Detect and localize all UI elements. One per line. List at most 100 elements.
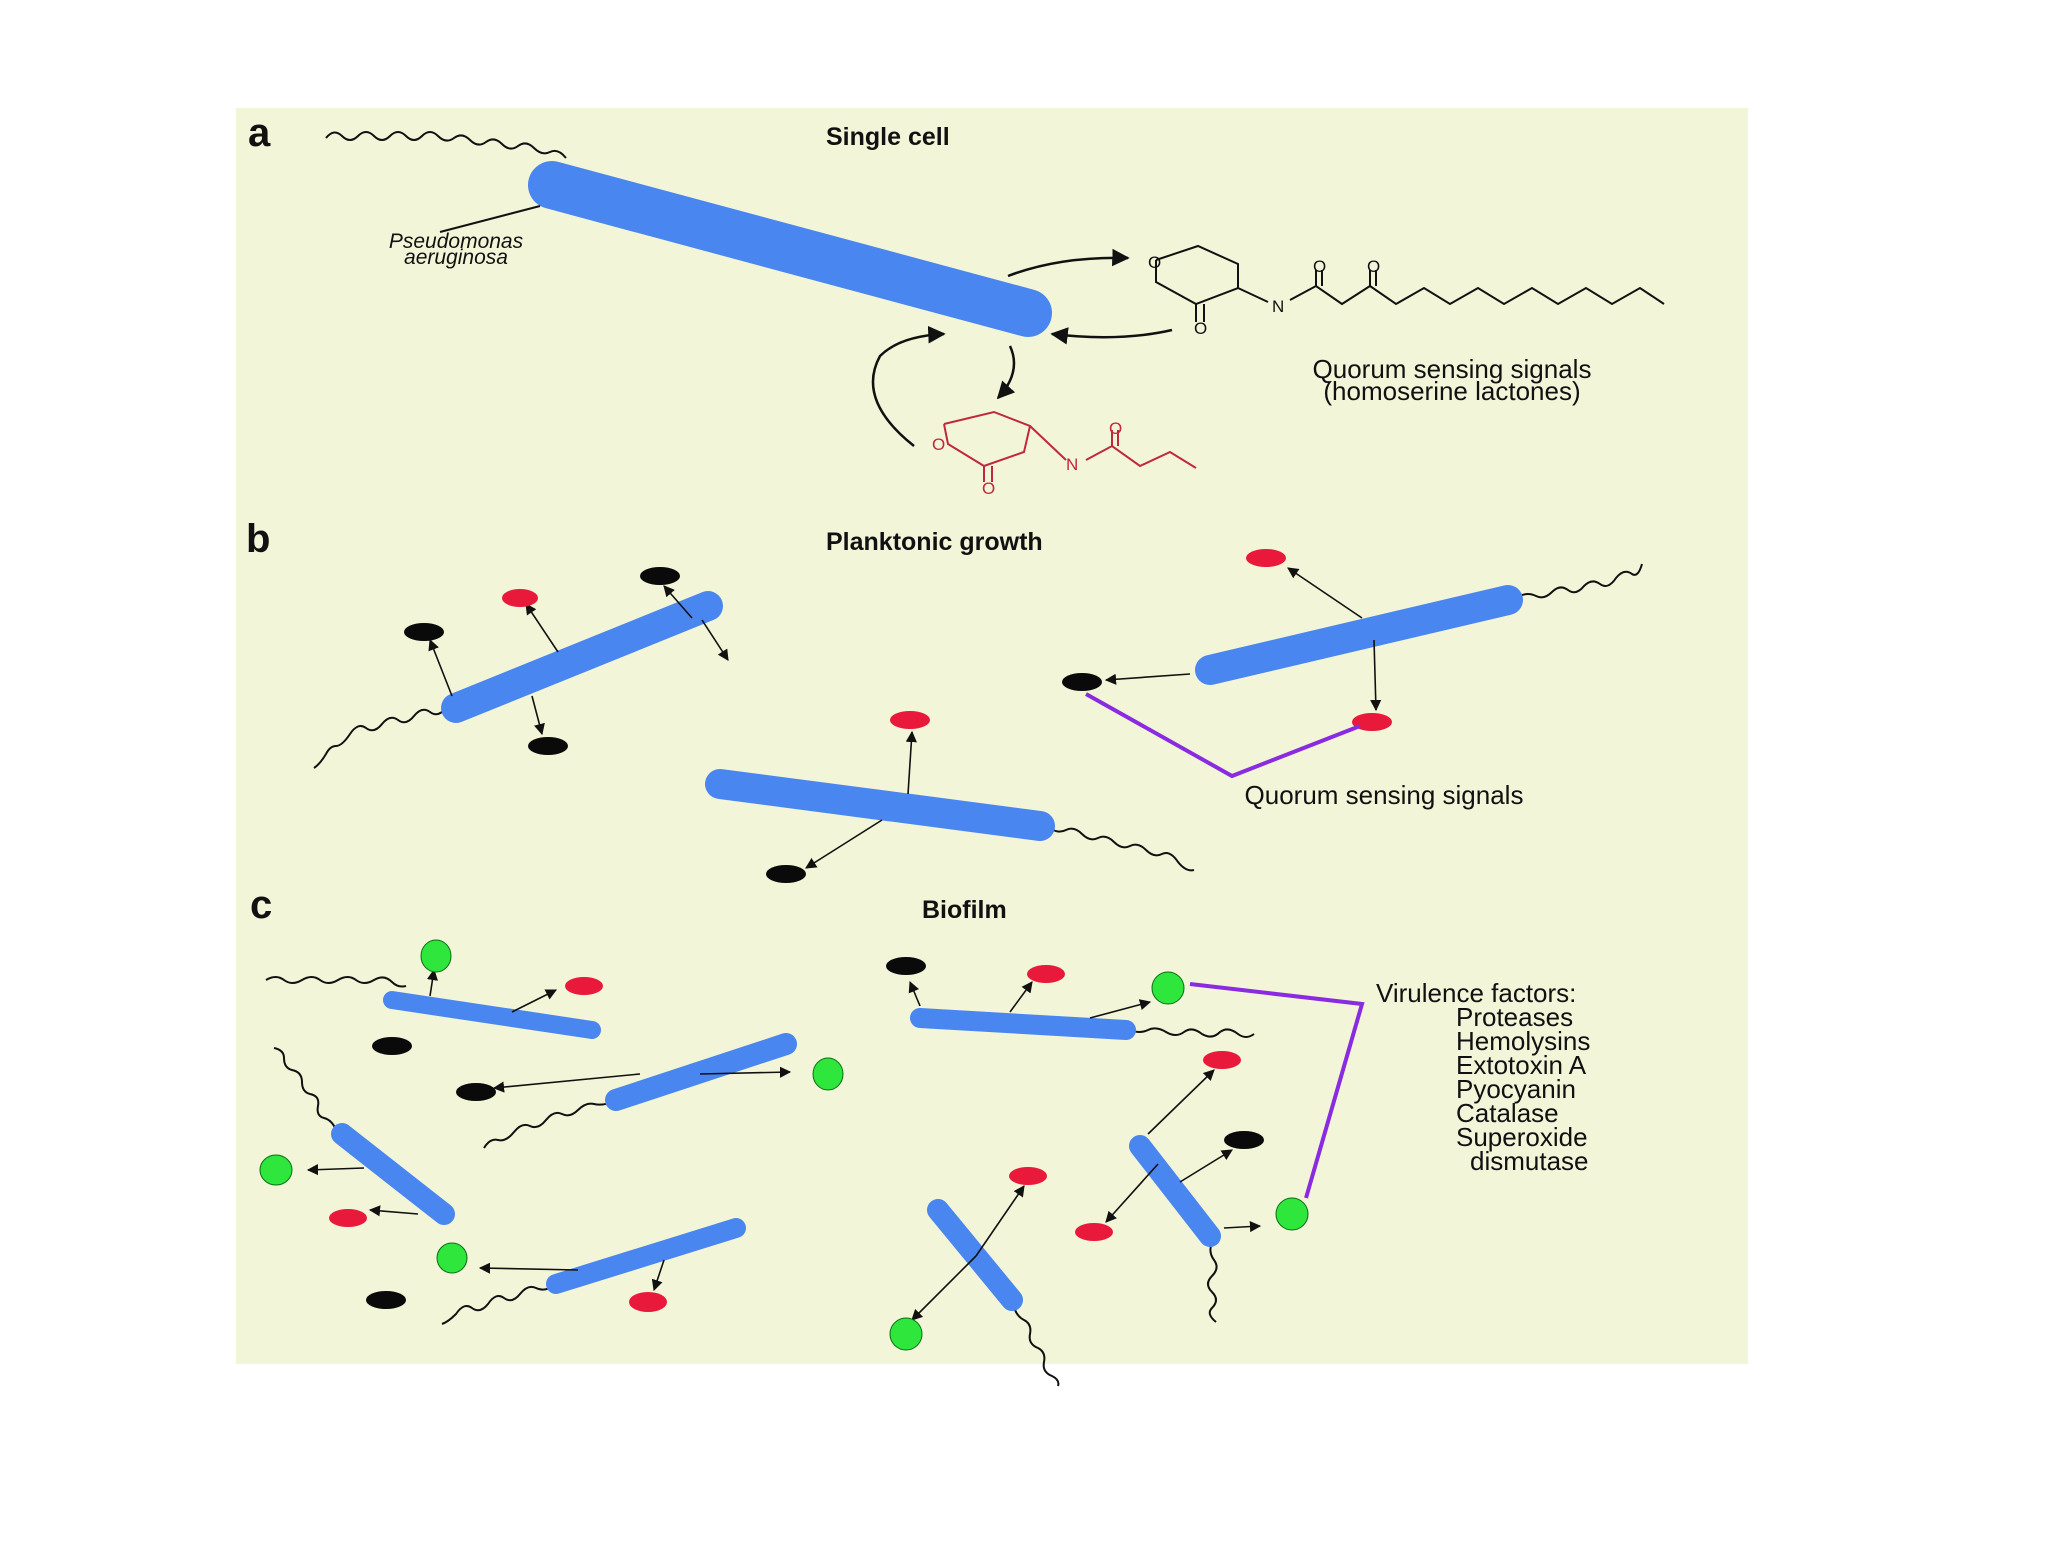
species-pointer <box>439 205 541 233</box>
signal-arrow <box>908 980 921 1007</box>
flagellum <box>1207 1241 1218 1323</box>
signal-arrow <box>1104 673 1191 685</box>
signal-arrow <box>905 730 917 795</box>
bacterium-cell <box>383 991 601 1039</box>
arrow-signal-to-cell <box>1050 327 1173 345</box>
signal-arrow <box>426 968 439 997</box>
virulence-factor-green <box>420 939 452 973</box>
signal-arrow <box>1287 567 1363 619</box>
signal-black <box>372 1037 412 1055</box>
virulence-item: Proteases <box>1456 1002 1573 1032</box>
signal-red <box>1027 965 1065 983</box>
virulence-factor-green <box>812 1057 844 1091</box>
flagellum <box>1129 1027 1255 1038</box>
homoserine-lactone-long-chain <box>1155 244 1665 322</box>
signal-arrow <box>492 1073 641 1093</box>
atom-n: N <box>1272 297 1284 316</box>
signals-label-line2: (homoserine lactones) <box>1323 376 1580 406</box>
species-name-line1: Pseudomonas <box>389 230 524 253</box>
signal-red <box>329 1209 367 1227</box>
signal-arrow <box>1089 999 1152 1019</box>
signal-black <box>886 957 926 975</box>
signal-black <box>640 567 680 585</box>
panel-a-letter: a <box>248 111 271 155</box>
bacterium-cell-large <box>528 161 1052 337</box>
signal-red <box>890 711 930 729</box>
panel-c-letter: c <box>250 883 272 927</box>
flagellum <box>441 1285 555 1325</box>
signal-arrow <box>1223 1220 1262 1233</box>
bacterium-cell <box>927 1199 1023 1311</box>
panel-c-title: Biofilm <box>922 896 1007 924</box>
panel-b-letter: b <box>246 517 270 561</box>
bacterium-cell <box>605 1033 797 1111</box>
signal-arrow <box>699 1066 792 1078</box>
atom-n-red: N <box>1066 455 1078 474</box>
signal-red <box>1075 1223 1113 1241</box>
flagellum <box>265 976 407 988</box>
arrow-cell-to-signal <box>1007 248 1130 278</box>
signal-arrow <box>478 1262 579 1274</box>
signal-black <box>404 623 444 641</box>
signal-arrow <box>663 585 693 619</box>
signal-arrow <box>525 603 559 653</box>
signals-label: Quorum sensing signals <box>1245 780 1524 810</box>
bacterium-cell <box>705 769 1055 841</box>
virulence-factor-green <box>1151 971 1185 1005</box>
signal-arrow <box>1147 1069 1215 1135</box>
panel-b: b Planktonic growth Quorum sensing sig <box>246 517 1643 883</box>
virulence-bracket <box>1189 982 1365 1199</box>
flagellum <box>325 131 567 159</box>
species-name-line2: aeruginosa <box>404 246 508 269</box>
virulence-item: Hemolysins <box>1456 1026 1590 1056</box>
panel-a-title: Single cell <box>826 123 950 151</box>
signal-black <box>528 737 568 755</box>
atom-o-ring-red: O <box>932 435 945 454</box>
atom-o-carbonyl-red: O <box>982 479 995 498</box>
signal-arrow <box>428 638 453 697</box>
flagellum <box>1013 1305 1060 1387</box>
bacterium-cell <box>331 1123 455 1225</box>
signal-arrow <box>531 695 545 736</box>
signal-black <box>456 1083 496 1101</box>
bacterium-cell <box>441 591 723 723</box>
atom-o-keto-red: O <box>1109 419 1122 438</box>
signal-arrow <box>701 619 729 661</box>
virulence-item: dismutase <box>1470 1146 1589 1176</box>
flagellum <box>273 1047 337 1131</box>
signal-red <box>1009 1167 1047 1185</box>
panel-c: c Biofilm <box>250 883 1590 1387</box>
signal-arrow <box>1370 639 1382 712</box>
virulence-item: Superoxide <box>1456 1122 1588 1152</box>
atom-o-keto1: O <box>1313 257 1326 276</box>
virulence-heading: Virulence factors: <box>1376 978 1576 1008</box>
flagellum <box>483 1101 613 1149</box>
signals-label-line1: Quorum sensing signals <box>1313 354 1592 384</box>
signal-arrow <box>511 989 558 1013</box>
virulence-factor-green <box>889 1317 923 1351</box>
signal-arrow <box>306 1164 365 1176</box>
signals-bracket <box>1085 692 1361 779</box>
bacterium-cell <box>546 1218 746 1294</box>
atom-o-keto2: O <box>1367 257 1380 276</box>
signal-arrow <box>1009 981 1033 1013</box>
signal-red <box>1352 713 1392 731</box>
virulence-factor-green <box>259 1154 293 1186</box>
signal-red <box>502 589 538 607</box>
signal-arrow <box>1179 1149 1233 1183</box>
signal-arrow <box>651 1259 665 1292</box>
signal-black <box>766 865 806 883</box>
virulence-factor-green <box>436 1242 468 1274</box>
signal-arrow <box>975 1185 1025 1257</box>
atom-o-carbonyl: O <box>1194 319 1207 338</box>
signal-arrow <box>911 1255 977 1321</box>
homoserine-lactone-short-chain <box>943 410 1197 482</box>
signal-arrow <box>368 1205 419 1217</box>
signal-arrow <box>805 819 883 869</box>
signal-black <box>1224 1131 1264 1149</box>
virulence-item: Catalase <box>1456 1098 1559 1128</box>
signal-red <box>565 977 603 995</box>
atom-o-ring: O <box>1148 253 1161 272</box>
